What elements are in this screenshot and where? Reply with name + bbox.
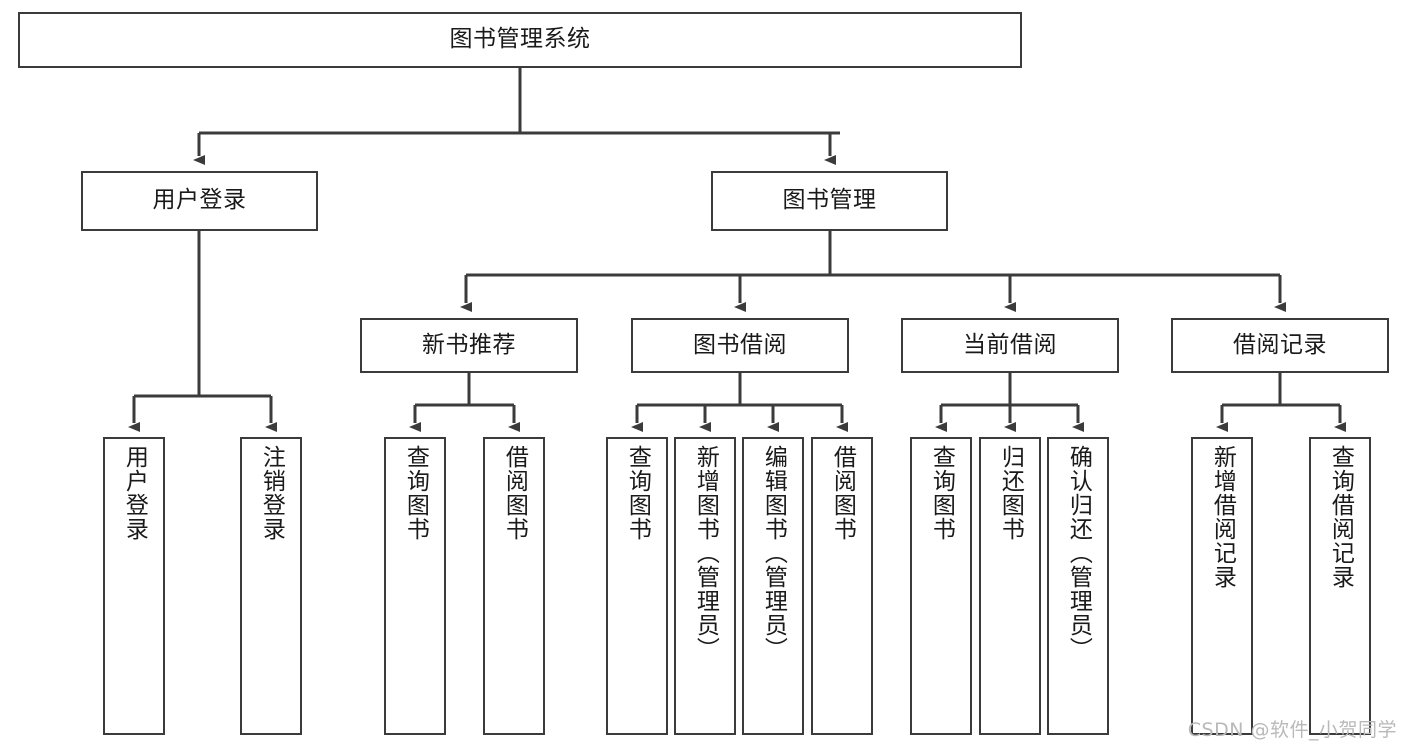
leaf-add-book-admin[interactable]: 新增图书（管理员） (674, 437, 736, 735)
leaf-query-book-current[interactable]: 查询图书 (910, 437, 972, 735)
leaf-user-login[interactable]: 用户登录 (103, 437, 165, 735)
node-label: 新增图书（管理员） (692, 445, 719, 661)
node-book-management[interactable]: 图书管理 (711, 171, 948, 231)
node-new-book-recommend[interactable]: 新书推荐 (360, 318, 578, 373)
node-label: 新书推荐 (422, 331, 516, 358)
leaf-borrow-book-recommend[interactable]: 借阅图书 (483, 437, 545, 735)
node-book-borrow[interactable]: 图书借阅 (631, 318, 849, 373)
node-label: 查询图书 (624, 445, 651, 541)
node-label: 借阅图书 (501, 445, 528, 541)
leaf-query-borrow-record[interactable]: 查询借阅记录 (1309, 437, 1371, 735)
node-borrow-record[interactable]: 借阅记录 (1171, 318, 1389, 373)
node-label: 查询图书 (402, 445, 429, 541)
node-label: 用户登录 (121, 445, 148, 541)
node-label: 用户登录 (152, 187, 247, 214)
node-current-borrow[interactable]: 当前借阅 (901, 318, 1119, 373)
node-label: 借阅图书 (829, 445, 856, 541)
leaf-query-book-recommend[interactable]: 查询图书 (384, 437, 446, 735)
node-label: 图书管理系统 (449, 26, 591, 53)
node-label: 注销登录 (258, 445, 285, 541)
node-label: 图书管理 (782, 187, 877, 214)
node-label: 查询借阅记录 (1327, 445, 1354, 589)
node-root-book-management-system[interactable]: 图书管理系统 (18, 12, 1022, 68)
node-label: 新增借阅记录 (1209, 445, 1236, 589)
leaf-return-book[interactable]: 归还图书 (979, 437, 1041, 735)
leaf-add-borrow-record[interactable]: 新增借阅记录 (1191, 437, 1253, 735)
node-label: 归还图书 (997, 445, 1024, 541)
csdn-watermark: CSDN @软件_小贺同学 (1187, 719, 1397, 741)
node-label: 编辑图书（管理员） (760, 445, 787, 661)
node-label: 当前借阅 (963, 331, 1057, 358)
node-label: 借阅记录 (1233, 331, 1327, 358)
leaf-confirm-return-admin[interactable]: 确认归还（管理员） (1047, 437, 1109, 735)
node-user-login[interactable]: 用户登录 (81, 171, 318, 231)
leaf-borrow-book-borrow[interactable]: 借阅图书 (811, 437, 873, 735)
node-label: 查询图书 (928, 445, 955, 541)
node-label: 确认归还（管理员） (1065, 445, 1092, 661)
node-label: 图书借阅 (693, 331, 787, 358)
leaf-edit-book-admin[interactable]: 编辑图书（管理员） (742, 437, 804, 735)
leaf-query-book-borrow[interactable]: 查询图书 (606, 437, 668, 735)
leaf-logout-login[interactable]: 注销登录 (240, 437, 302, 735)
